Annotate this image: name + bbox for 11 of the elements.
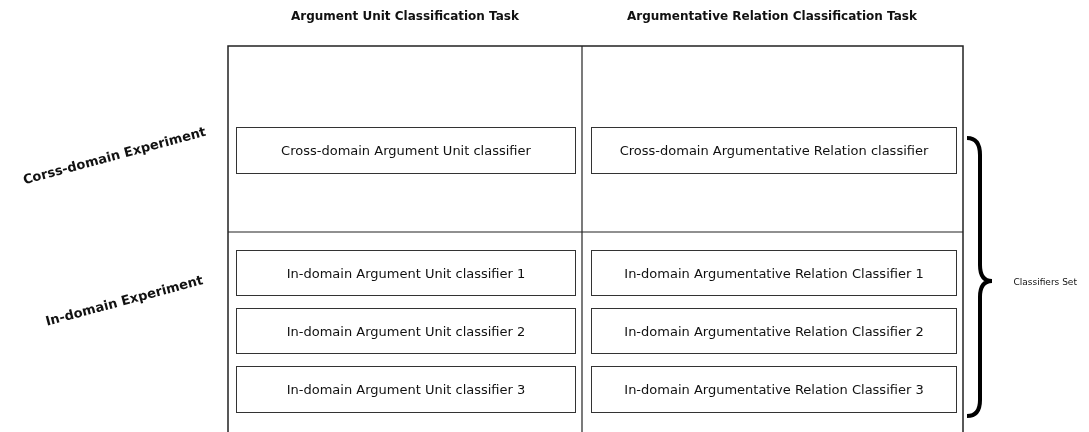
classifier-box: Cross-domain Argument Unit classifier bbox=[236, 127, 576, 174]
classifier-box: In-domain Argumentative Relation Classifier 3 bbox=[591, 366, 957, 413]
classifier-box: Cross-domain Argumentative Relation classifier bbox=[591, 127, 957, 174]
classifier-box: In-domain Argument Unit classifier 1 bbox=[236, 250, 576, 296]
classifier-box: In-domain Argument Unit classifier 3 bbox=[236, 366, 576, 413]
brace-label: Classifiers Set bbox=[1013, 277, 1077, 287]
classifier-box: In-domain Argumentative Relation Classifier 1 bbox=[591, 250, 957, 296]
column-header: Argument Unit Classification Task bbox=[291, 9, 519, 23]
classifier-box: In-domain Argument Unit classifier 2 bbox=[236, 308, 576, 354]
classifier-box: In-domain Argumentative Relation Classifier 2 bbox=[591, 308, 957, 354]
column-header: Argumentative Relation Classification Task bbox=[627, 9, 917, 23]
